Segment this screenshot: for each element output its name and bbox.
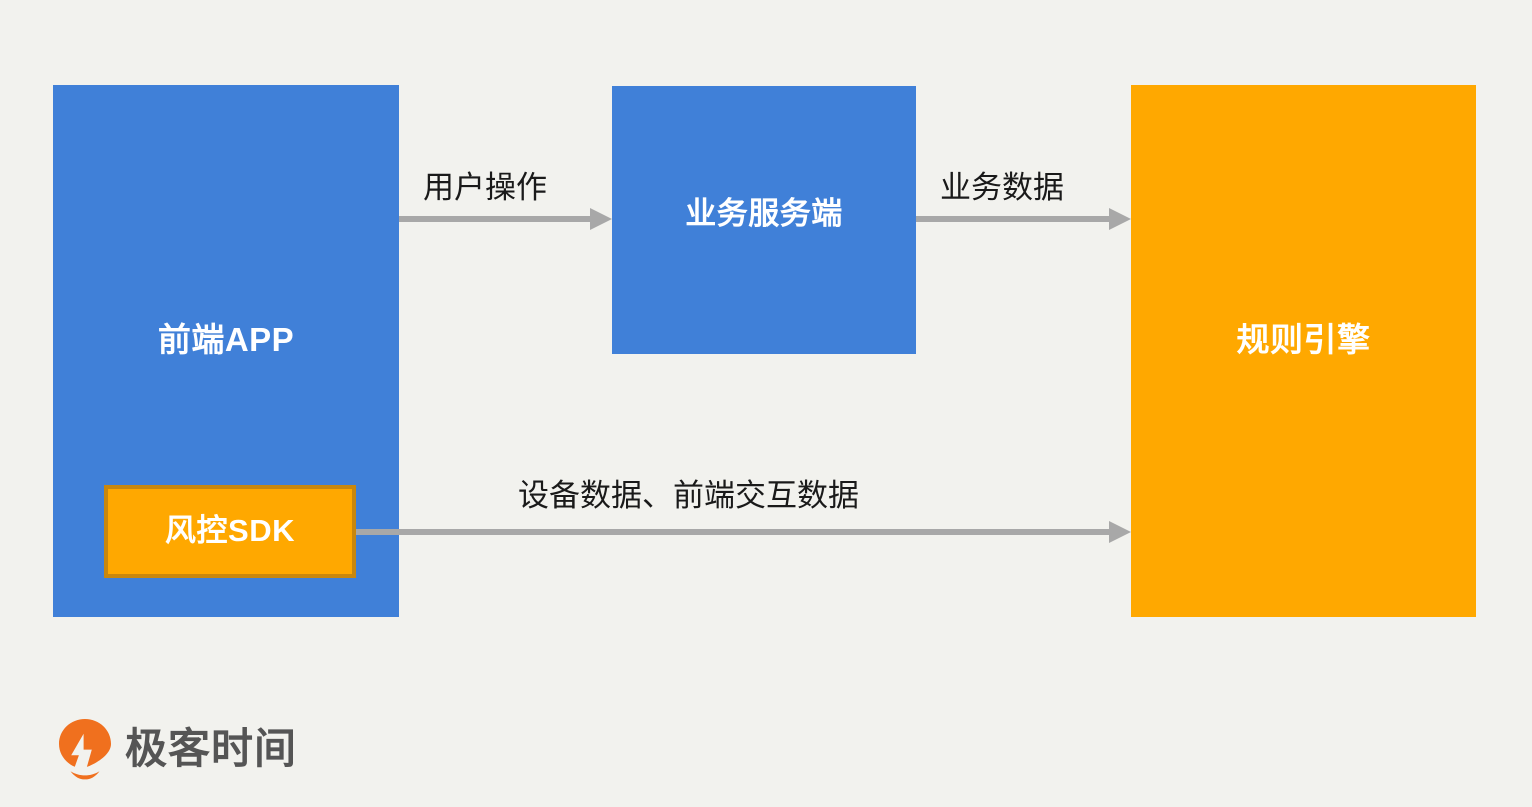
node-rule-engine-label: 规则引擎: [1236, 321, 1371, 358]
node-risk-sdk[interactable]: 风控SDK: [104, 485, 356, 578]
edge-line: [399, 216, 590, 222]
node-frontend-app-label: 前端APP: [157, 321, 295, 358]
edge-label-business-data: 业务数据: [940, 170, 1064, 205]
brand-wordmark: 极客时间: [125, 725, 298, 772]
node-risk-sdk-label: 风控SDK: [165, 513, 295, 549]
arrowhead-right-icon: [590, 208, 612, 230]
node-business-server-label: 业务服务端: [685, 196, 843, 231]
edge-label-device-data: 设备数据、前端交互数据: [518, 478, 859, 513]
edge-line: [356, 529, 1109, 535]
geektime-balloon-icon: [59, 719, 111, 780]
arrowhead-right-icon: [1109, 521, 1131, 543]
edge-label-user-action: 用户操作: [423, 170, 547, 205]
node-rule-engine[interactable]: 规则引擎: [1131, 85, 1476, 617]
brand-logo: 极客时间: [58, 718, 297, 780]
node-business-server[interactable]: 业务服务端: [612, 86, 916, 354]
arrowhead-right-icon: [1109, 208, 1131, 230]
edge-line: [916, 216, 1109, 222]
